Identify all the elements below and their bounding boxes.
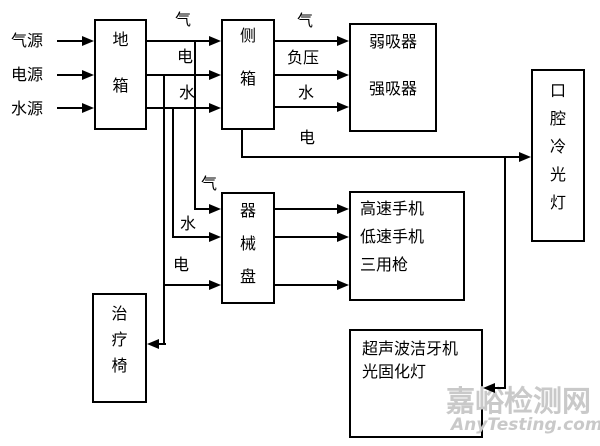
tray-water-label: 水 (180, 214, 197, 233)
arrow-side-suction-water (337, 102, 349, 112)
line-side-power-drop (241, 128, 243, 158)
source-label-air: 气源 (11, 31, 44, 50)
oral-lamp-box: 口 腔 冷 光 灯 (531, 69, 585, 242)
scaler-box-line-2: 光固化灯 (362, 362, 427, 381)
suction-box-line-2: 强吸器 (368, 79, 417, 98)
ground-box-char-2: 箱 (112, 76, 129, 95)
line-tray-handpiece-3 (275, 284, 337, 286)
line-source-water (57, 107, 83, 109)
line-side-suction-air (275, 40, 337, 42)
line-side-suction-water (275, 106, 337, 108)
arrow-chair-in (147, 339, 159, 349)
line-chair-in (159, 343, 166, 345)
line-tray-in-air (194, 208, 209, 210)
side-box-char-2: 箱 (239, 69, 256, 88)
scaler-box: 超声波洁牙机 光固化灯 (349, 329, 483, 438)
arrow-tray-in-air (209, 204, 221, 214)
suction-box-line-1: 弱吸器 (368, 32, 417, 51)
oral-lamp-box-char-4: 光 (549, 165, 566, 184)
arrow-ground-side-power (209, 70, 221, 80)
ground-box: 地 箱 (94, 19, 147, 130)
instrument-tray-box-char-2: 械 (239, 234, 256, 253)
scaler-box-line-1: 超声波洁牙机 (362, 339, 459, 358)
oral-lamp-box-char-5: 灯 (549, 193, 566, 212)
tray-power-label: 电 (173, 255, 190, 274)
suction-box: 弱吸器 强吸器 (349, 23, 437, 132)
arrow-source-power (82, 70, 94, 80)
line-tray-in-power (163, 284, 209, 286)
ground-side-water-label: 水 (179, 83, 196, 102)
side-suction-air-label: 气 (297, 11, 314, 30)
arrow-oral-lamp-in (519, 152, 531, 162)
treatment-chair-box-char-3: 椅 (111, 356, 128, 375)
arrow-side-suction-negpressure (337, 70, 349, 80)
line-ground-side-water (147, 107, 209, 109)
arrow-tray-handpiece-2 (337, 232, 349, 242)
tray-air-label: 气 (201, 174, 218, 193)
arrow-source-air (82, 36, 94, 46)
side-box-char-1: 侧 (239, 26, 256, 45)
watermark-en: AnyTesting.com (451, 415, 600, 435)
arrow-side-suction-air (337, 36, 349, 46)
arrow-tray-in-power (209, 280, 221, 290)
arrow-ground-side-air (209, 36, 221, 46)
line-tray-handpiece-2 (275, 236, 337, 238)
handpiece-box-line-2: 低速手机 (360, 227, 425, 246)
oral-lamp-box-char-1: 口 (549, 81, 566, 100)
source-label-power: 电源 (11, 65, 44, 84)
line-scaler-in (495, 387, 506, 389)
side-box: 侧 箱 (221, 19, 275, 130)
watermark-cn: 嘉峪检测网 (446, 384, 592, 418)
ground-box-char-1: 地 (112, 30, 129, 49)
arrow-tray-handpiece-1 (337, 204, 349, 214)
side-suction-water-label: 水 (298, 83, 315, 102)
handpiece-box-line-3: 三用枪 (360, 255, 409, 274)
treatment-chair-box-char-2: 疗 (111, 330, 128, 349)
instrument-tray-box-char-1: 器 (239, 201, 256, 220)
ground-side-power-label: 电 (177, 47, 194, 66)
line-ground-side-air (147, 40, 209, 42)
handpiece-box-line-1: 高速手机 (360, 199, 425, 218)
line-lamp-scaler-drop (504, 156, 506, 389)
line-tray-handpiece-1 (275, 208, 337, 210)
treatment-chair-box-char-1: 治 (111, 304, 128, 323)
handpiece-box: 高速手机 低速手机 三用枪 (349, 191, 465, 301)
line-water-branch (172, 107, 174, 238)
line-source-power (57, 74, 83, 76)
line-ground-side-power (147, 74, 209, 76)
oral-lamp-box-char-2: 腔 (549, 109, 566, 128)
line-power-branch (163, 74, 165, 345)
instrument-tray-box: 器 械 盘 (221, 192, 275, 304)
line-side-suction-negpressure (275, 74, 337, 76)
line-side-lamp-power (241, 156, 519, 158)
oral-lamp-box-char-3: 冷 (549, 137, 566, 156)
arrow-source-water (82, 103, 94, 113)
instrument-tray-box-char-3: 盘 (239, 267, 256, 286)
arrow-scaler-in (483, 383, 495, 393)
treatment-chair-box: 治 疗 椅 (92, 293, 147, 403)
side-power-label: 电 (299, 128, 316, 147)
line-air-branch (194, 40, 196, 210)
line-tray-in-water (172, 236, 209, 238)
arrow-tray-handpiece-3 (337, 280, 349, 290)
arrow-tray-in-water (209, 232, 221, 242)
line-source-air (57, 40, 83, 42)
arrow-ground-side-water (209, 103, 221, 113)
side-suction-negative-pressure-label: 负压 (287, 48, 320, 67)
ground-side-air-label: 气 (175, 10, 192, 29)
source-label-water: 水源 (11, 99, 44, 118)
